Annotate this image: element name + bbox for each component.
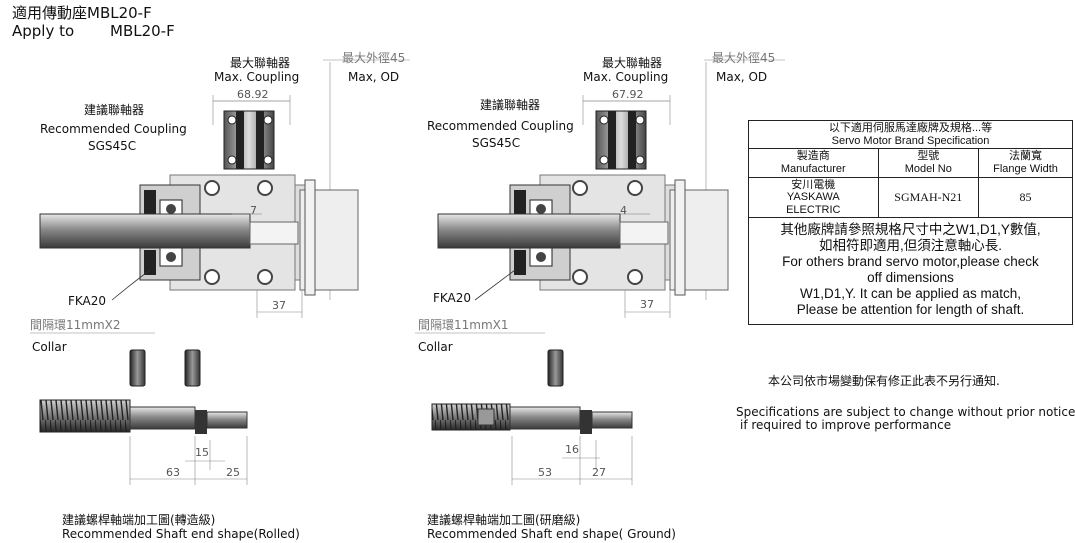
right-dim-coupling: 67.92 <box>612 88 644 101</box>
right-collar-spec: 間隔環11mmX1 <box>418 318 509 332</box>
cell-flange-width: 85 <box>978 176 1073 219</box>
header-flange-width: 法蘭寬 Flange Width <box>978 148 1073 178</box>
left-max-coupling-en: Max. Coupling <box>214 70 300 84</box>
right-rec-coupling-en: Recommended Coupling <box>427 119 574 133</box>
cell-model-no: SGMAH-N21 <box>877 176 980 219</box>
right-assembly <box>415 59 785 485</box>
right-dim-neck: 16 <box>565 443 579 456</box>
left-dim-shaft: 7 <box>250 204 257 217</box>
left-rec-coupling-model: SGS45C <box>88 139 137 153</box>
left-dim-flange: 37 <box>272 299 286 312</box>
left-collar-spec: 間隔環11mmX2 <box>30 318 121 332</box>
right-max-od-en: Max, OD <box>716 70 768 84</box>
spec-table-title: 以下適用伺服馬達廠牌及規格...等 Servo Motor Brand Spec… <box>748 119 1073 150</box>
right-rec-coupling-model: SGS45C <box>472 136 521 150</box>
notice-en-line1: Specifications are subject to change wit… <box>736 405 1075 419</box>
left-rec-coupling-zh: 建議聯軸器 <box>84 103 145 117</box>
left-collar-label: Collar <box>32 340 67 354</box>
header-model-no: 型號 Model No <box>877 148 980 178</box>
left-dim-end: 25 <box>226 466 240 479</box>
left-max-od-zh: 最大外徑45 <box>342 51 406 65</box>
left-shaft-end <box>39 399 248 434</box>
left-dim-thread: 63 <box>166 466 180 479</box>
spec-table-note: 其他廠牌請參照規格尺寸中之W1,D1,Y數值, 如相符即適用,但須注意軸心長. … <box>748 217 1073 326</box>
left-assembly <box>30 59 410 485</box>
right-max-od-zh: 最大外徑45 <box>712 51 776 65</box>
right-dim-flange: 37 <box>640 298 654 311</box>
right-shaft-caption-zh: 建議螺桿軸端加工圖(研磨級) <box>427 513 581 527</box>
notice-zh: 本公司依市場變動保有修正此表不另行通知. <box>768 374 1000 388</box>
right-collar-label: Collar <box>418 340 453 354</box>
spec-table-note-row: 其他廠牌請參照規格尺寸中之W1,D1,Y數值, 如相符即適用,但須注意軸心長. … <box>748 217 1073 326</box>
table-row: 安川電機 YASKAWA ELECTRIC SGMAH-N21 85 <box>748 176 1073 219</box>
right-shaft-end <box>431 403 633 434</box>
header-title-en-model: MBL20-F <box>110 22 175 40</box>
right-rec-coupling-zh: 建議聯軸器 <box>480 98 541 112</box>
left-max-coupling-zh: 最大聯軸器 <box>230 56 291 70</box>
header-title-en-prefix: Apply to <box>12 22 75 40</box>
header-manufacturer: 製造商 Manufacturer <box>748 148 879 178</box>
right-dim-end: 27 <box>592 466 606 479</box>
left-dim-coupling: 68.92 <box>237 88 269 101</box>
right-dim-shaft: 4 <box>620 204 627 217</box>
left-shaft-caption-zh: 建議螺桿軸端加工圖(轉造級) <box>62 513 216 527</box>
right-max-coupling-zh: 最大聯軸器 <box>602 56 663 70</box>
left-coupling <box>223 110 275 170</box>
left-max-od-en: Max, OD <box>348 70 400 84</box>
right-max-coupling-en: Max. Coupling <box>583 70 669 84</box>
right-coupling <box>595 110 647 170</box>
spec-table-header-row: 製造商 Manufacturer 型號 Model No 法蘭寬 Flange … <box>748 148 1073 178</box>
left-dim-neck: 15 <box>195 446 209 459</box>
left-bearing-nut-label: FKA20 <box>68 294 107 308</box>
cell-manufacturer: 安川電機 YASKAWA ELECTRIC <box>748 176 879 219</box>
right-bearing-nut-label: FKA20 <box>433 291 472 305</box>
right-dim-thread: 53 <box>538 466 552 479</box>
left-rec-coupling-en: Recommended Coupling <box>40 122 187 136</box>
left-shaft-caption-en: Recommended Shaft end shape(Rolled) <box>62 527 300 541</box>
spec-table-title-row: 以下適用伺服馬達廠牌及規格...等 Servo Motor Brand Spec… <box>748 119 1073 150</box>
header-title-zh: 適用傳動座MBL20-F <box>12 4 152 22</box>
right-shaft-caption-en: Recommended Shaft end shape( Ground) <box>427 527 676 541</box>
notice-en-line2: if required to improve performance <box>740 418 952 432</box>
servo-spec-table: 以下適用伺服馬達廠牌及規格...等 Servo Motor Brand Spec… <box>748 119 1073 326</box>
